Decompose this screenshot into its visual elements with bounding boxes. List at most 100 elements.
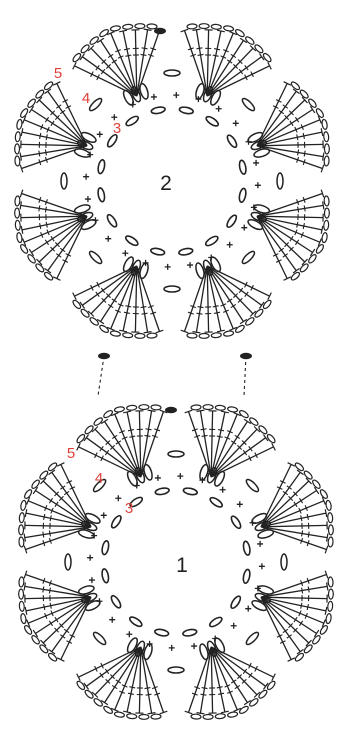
picot-chain — [303, 644, 313, 655]
chain-stitch — [230, 515, 243, 530]
picot-chain — [328, 525, 333, 535]
picot-chain — [84, 689, 95, 699]
treble-stitch — [257, 144, 323, 145]
stitch-bar — [202, 688, 208, 689]
treble-stitch — [26, 575, 92, 598]
stitch-bar — [43, 532, 44, 538]
picot-chain — [203, 405, 213, 410]
picot-chain — [294, 462, 305, 472]
picot-chain — [211, 332, 221, 338]
treble-stitch — [261, 525, 327, 526]
picot-chain — [199, 24, 209, 29]
picot-chain — [258, 425, 269, 435]
picot-chain — [84, 425, 95, 435]
stitch-cap — [123, 711, 131, 713]
treble-stitch — [211, 647, 212, 713]
picot-chain — [323, 131, 329, 141]
picot-chain — [319, 624, 329, 635]
chain-stitch — [277, 173, 283, 189]
picot-chain — [20, 613, 26, 624]
stitch-cap — [221, 411, 229, 413]
join-slip-stitch — [165, 407, 177, 413]
stitch-cap — [25, 509, 27, 517]
picot-chain — [151, 714, 161, 719]
stitch-bar — [217, 687, 223, 688]
stitch-bar — [128, 693, 134, 694]
chain-stitch — [204, 235, 219, 248]
round-label-5: 5 — [54, 65, 62, 82]
picot-chain — [324, 196, 329, 206]
chain-stitch — [178, 247, 193, 256]
chain-stitch — [242, 541, 251, 556]
stitch-bar — [125, 55, 131, 56]
picot-chain — [215, 405, 225, 411]
stitch-cap — [217, 30, 225, 32]
picot-chain — [23, 489, 33, 500]
picot-chain — [76, 433, 86, 444]
stitch-bar — [40, 223, 41, 229]
chain-stitch — [110, 594, 123, 609]
stitch-bar — [45, 207, 46, 213]
picot-chain — [315, 243, 325, 254]
picot-chain — [203, 714, 213, 719]
picot-chain — [135, 24, 145, 29]
stitch-cap — [24, 534, 25, 542]
treble-stitch — [261, 597, 327, 598]
stitch-bar — [50, 515, 51, 521]
stitch-cap — [148, 713, 156, 714]
picot-chain — [147, 24, 157, 29]
picot-chain — [99, 28, 110, 38]
picot-chain — [35, 89, 45, 100]
join-dashed-line — [98, 356, 104, 396]
treble-stitch — [25, 525, 91, 526]
picot-chain — [23, 624, 33, 635]
stitch-bar — [44, 514, 45, 520]
single-crochet-mark — [231, 623, 237, 629]
picot-chain — [327, 512, 333, 522]
chain-stitch — [209, 496, 224, 509]
picot-chain — [43, 81, 54, 91]
picot-chain — [15, 144, 20, 154]
stitch-bar — [64, 491, 69, 495]
stitch-bar — [279, 248, 284, 252]
stitch-bar — [101, 288, 105, 293]
stitch-cap — [323, 153, 324, 161]
chain-stitch — [238, 160, 247, 175]
stitch-cap — [20, 202, 21, 210]
picot-chain — [244, 316, 255, 326]
treble-stitch — [135, 30, 136, 96]
picot-chain — [89, 36, 100, 46]
stitch-bar — [39, 151, 40, 157]
single-crochet-mark — [109, 617, 115, 623]
stitch-bar — [145, 688, 151, 689]
picot-chain — [16, 232, 22, 243]
picot-chain — [327, 601, 333, 611]
chain-stitch — [151, 106, 166, 115]
chain-stitch — [164, 286, 180, 292]
chain-stitch — [241, 250, 257, 266]
chain-stitch — [128, 615, 143, 628]
chain-stitch — [226, 134, 239, 149]
picot-chain — [254, 44, 265, 54]
chain-stitch — [238, 188, 247, 203]
picot-chain — [328, 577, 333, 587]
stitch-bar — [213, 306, 219, 307]
picot-chain — [122, 332, 132, 338]
single-crochet-mark — [122, 250, 128, 256]
treble-stitch — [22, 194, 88, 217]
single-crochet-mark — [151, 94, 157, 100]
treble-stitch — [141, 647, 164, 713]
stitch-bar — [101, 69, 105, 74]
single-crochet-mark — [169, 645, 175, 651]
treble-stitch — [261, 527, 327, 550]
stitch-bar — [142, 48, 148, 49]
picot-chain — [191, 405, 201, 410]
single-crochet-mark — [83, 174, 89, 180]
single-crochet-mark — [220, 487, 226, 493]
stitch-bar — [49, 531, 50, 537]
stitch-bar — [239, 69, 243, 74]
picot-chain — [80, 308, 91, 318]
stitch-bar — [217, 436, 223, 437]
stitch-bar — [128, 430, 134, 431]
single-crochet-mark — [216, 106, 222, 112]
